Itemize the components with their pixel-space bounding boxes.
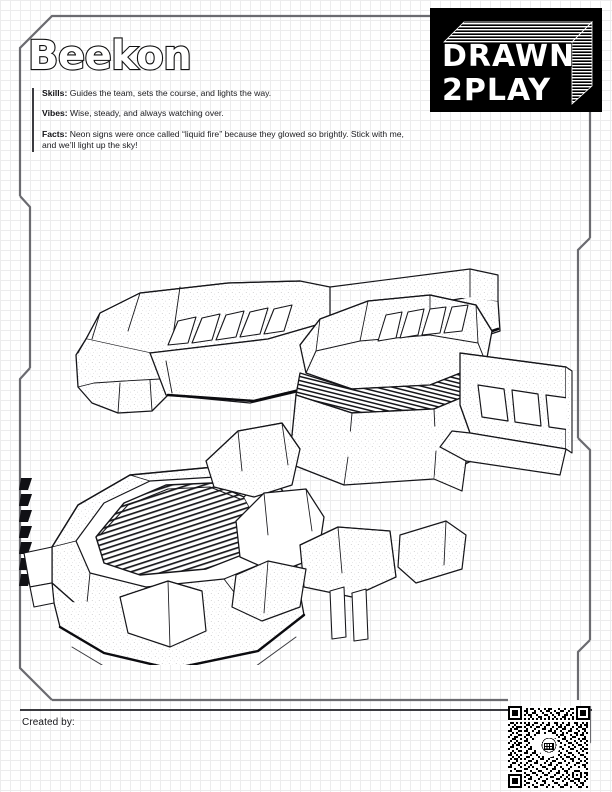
spaceship-line-art xyxy=(23,268,573,665)
logo-text-line2: 2PLAY xyxy=(442,73,551,108)
created-by-label: Created by: xyxy=(22,717,75,728)
footer-divider xyxy=(20,709,592,711)
character-bio-block: Skills: Guides the team, sets the course… xyxy=(32,88,404,152)
bio-row-facts: Facts: Neon signs were once called “liqu… xyxy=(42,129,404,152)
bio-label-vibes: Vibes: xyxy=(42,108,68,119)
bio-row-skills: Skills: Guides the team, sets the course… xyxy=(42,88,404,99)
bio-label-skills: Skills: xyxy=(42,88,68,98)
logo-text-line1: DRAWN xyxy=(442,39,575,74)
bio-value-skills: Guides the team, sets the course, and li… xyxy=(67,88,272,98)
bio-row-vibes: Vibes: Wise, steady, and always watching… xyxy=(42,108,404,119)
bio-value-facts: Neon signs were once called “liquid fire… xyxy=(42,128,404,151)
qr-code[interactable] xyxy=(508,706,590,788)
bio-value-vibes: Wise, steady, and always watching over. xyxy=(67,108,224,119)
qr-center-badge xyxy=(541,737,557,753)
bio-label-facts: Facts: xyxy=(42,128,68,139)
brand-logo-plate: DRAWN 2PLAY xyxy=(430,8,602,112)
page-title: Beekon xyxy=(27,33,193,79)
